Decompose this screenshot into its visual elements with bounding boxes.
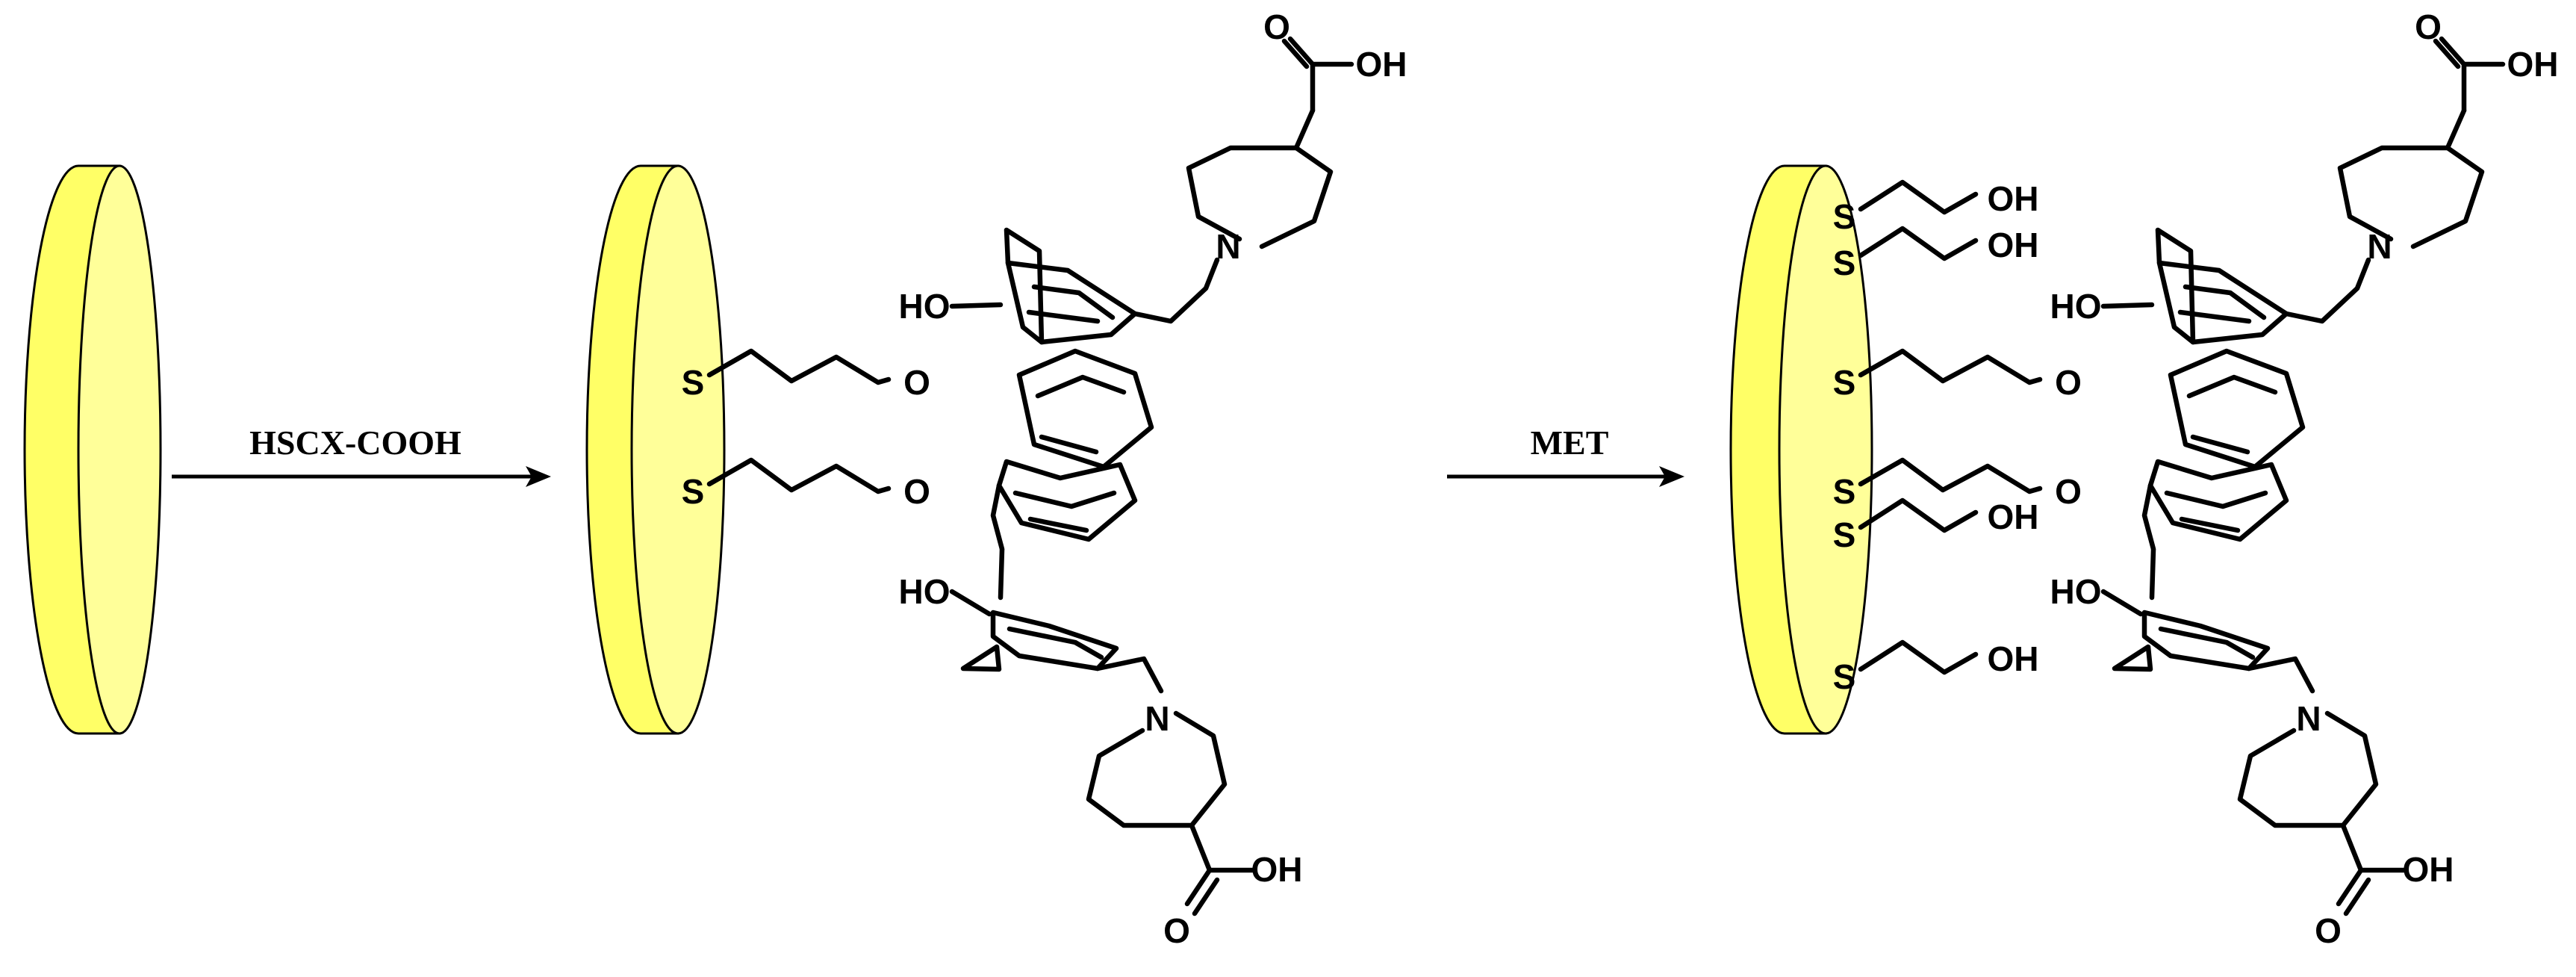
reaction-arrow-1 xyxy=(172,466,551,487)
modified-electrode xyxy=(585,164,726,735)
reaction-arrow-2 xyxy=(1447,466,1684,487)
calixarene-product-1 xyxy=(899,7,1407,950)
final-electrode xyxy=(1729,164,1873,735)
step-2-reagent-label: MET xyxy=(1531,424,1609,462)
bare-electrode xyxy=(23,164,162,735)
calixarene-product-2 xyxy=(2050,7,2559,950)
met-chain-4 xyxy=(1833,639,2039,696)
met-chain-2 xyxy=(1833,226,2039,282)
step-1-reagent-label: HSCX-COOH xyxy=(249,424,461,462)
